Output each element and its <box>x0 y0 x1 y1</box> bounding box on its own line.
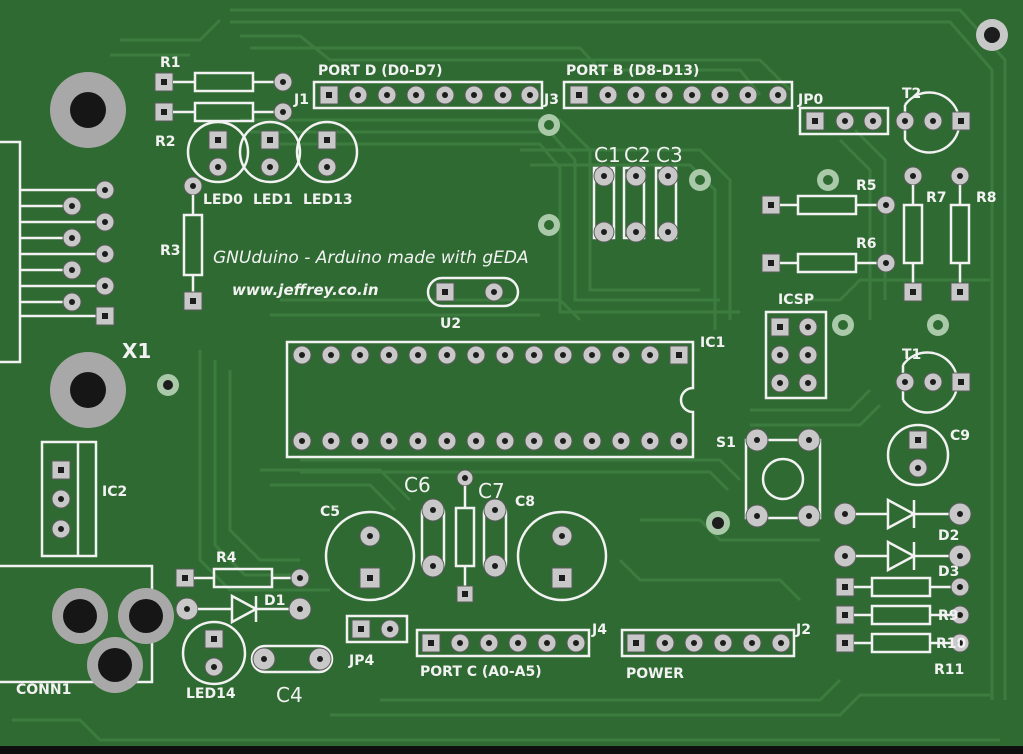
label-r1: R1 <box>160 55 181 71</box>
label-c4: C4 <box>276 683 303 707</box>
led-led14: LED14 <box>181 620 247 702</box>
label-d1: D1 <box>264 593 285 609</box>
mounting-hole-x1 <box>50 352 126 428</box>
label-r10: R10 <box>936 636 967 652</box>
label-r9: R9 <box>938 608 959 624</box>
label-port-b: PORT B (D8-D13) <box>566 63 699 79</box>
resistor-r2: R2 <box>154 101 293 150</box>
diode-d1: D1 <box>175 593 312 625</box>
capacitor-c7: C7 <box>478 479 508 578</box>
label-x1: X1 <box>122 339 151 363</box>
header-icsp: ICSP <box>764 292 828 400</box>
label-d3: D3 <box>938 564 959 580</box>
resistor-r6: R6 <box>761 236 896 274</box>
label-j4: J4 <box>591 622 607 638</box>
chip-ic1: IC1 <box>285 335 725 459</box>
label-led14: LED14 <box>186 686 236 702</box>
label-r8: R8 <box>976 190 997 206</box>
transistor-t1: T1 <box>895 347 971 414</box>
label-d2: D2 <box>938 528 959 544</box>
led-led1: LED1 <box>238 120 302 208</box>
capacitor-c4: C4 <box>250 644 334 707</box>
diode-d3: D3 <box>833 539 972 580</box>
resistor-r7: R7 <box>902 166 947 302</box>
board-title: GNUduino - Arduino made with gEDA <box>213 248 529 268</box>
label-u2: U2 <box>440 316 461 332</box>
resistor-r11: R10 R11 <box>835 632 970 678</box>
header-j3-port-b: J3 PORT B (D8-D13) <box>543 63 794 110</box>
vias <box>157 114 949 535</box>
label-r3: R3 <box>160 243 181 259</box>
label-c7: C7 <box>478 479 505 503</box>
capacitor-c5: C5 <box>320 504 416 602</box>
serial-connector <box>0 140 115 364</box>
jumper-jp4: JP4 <box>345 614 409 669</box>
label-conn1: CONN1 <box>16 682 71 698</box>
led-led13: LED13 <box>295 120 359 208</box>
resistor-r8: R8 <box>949 166 997 302</box>
capacitors-c1-c2-c3: C1 C2 C3 <box>592 143 683 243</box>
label-ic2: IC2 <box>102 484 127 500</box>
label-r7: R7 <box>926 190 947 206</box>
label-r2: R2 <box>155 134 176 150</box>
label-jp0: JP0 <box>797 92 823 108</box>
resistor-r10: R9 <box>835 604 970 626</box>
label-r5: R5 <box>856 178 877 194</box>
diode-d2: D2 <box>833 497 972 544</box>
resistor-r3: R3 <box>160 176 204 311</box>
label-c3: C3 <box>656 143 683 167</box>
label-c5: C5 <box>320 504 340 520</box>
label-c6: C6 <box>404 473 431 497</box>
label-led1: LED1 <box>253 192 293 208</box>
label-s1: S1 <box>716 435 736 451</box>
switch-s1: S1 <box>716 428 822 528</box>
resistor-r5: R5 <box>761 178 896 216</box>
label-led13: LED13 <box>303 192 353 208</box>
copper-traces <box>12 8 1007 742</box>
capacitor-c9: C9 <box>886 423 970 487</box>
label-port-d: PORT D (D0-D7) <box>318 63 443 79</box>
capacitor-c8: C8 <box>515 494 608 602</box>
label-power: POWER <box>626 666 684 682</box>
label-c1: C1 <box>594 143 621 167</box>
label-port-c: PORT C (A0-A5) <box>420 664 542 680</box>
label-r6: R6 <box>856 236 877 252</box>
jumper-jp0: JP0 <box>797 92 890 136</box>
board-edge <box>0 746 1023 754</box>
ic1-pins-bottom <box>292 431 689 451</box>
label-led0: LED0 <box>203 192 243 208</box>
led-led0: LED0 <box>186 120 250 208</box>
mounting-hole-top-left <box>50 72 126 148</box>
label-j2: J2 <box>795 622 811 638</box>
resistor-r4: R4 <box>175 550 310 589</box>
label-icsp: ICSP <box>778 292 814 308</box>
label-c2: C2 <box>624 143 651 167</box>
resistor-r1: R1 <box>154 55 293 93</box>
label-t1: T1 <box>902 347 921 363</box>
label-c9: C9 <box>950 428 970 444</box>
label-j1: J1 <box>293 92 309 108</box>
label-t2: T2 <box>902 86 921 102</box>
crystal-u2: U2 <box>426 276 520 332</box>
label-ic1: IC1 <box>700 335 725 351</box>
connector-conn1: CONN1 <box>0 564 174 698</box>
resistor-r9 <box>835 576 970 598</box>
label-j3: J3 <box>543 92 559 108</box>
corner-via <box>976 19 1008 51</box>
header-j4-port-c: J4 PORT C (A0-A5) <box>415 622 607 680</box>
header-j1-port-d: J1 PORT D (D0-D7) <box>293 63 544 110</box>
label-jp4: JP4 <box>348 653 374 669</box>
header-j2-power: J2 POWER <box>620 622 811 682</box>
label-c8: C8 <box>515 494 535 510</box>
capacitor-c6: C6 <box>404 473 446 578</box>
board-url: www.jeffrey.co.in <box>232 281 379 299</box>
label-r4: R4 <box>216 550 237 566</box>
label-r11: R11 <box>934 662 964 678</box>
transistor-t2: T2 <box>895 86 971 154</box>
inductor-l1 <box>454 469 476 603</box>
regulator-ic2: IC2 <box>40 440 127 558</box>
ic1-pins-top <box>292 345 689 365</box>
